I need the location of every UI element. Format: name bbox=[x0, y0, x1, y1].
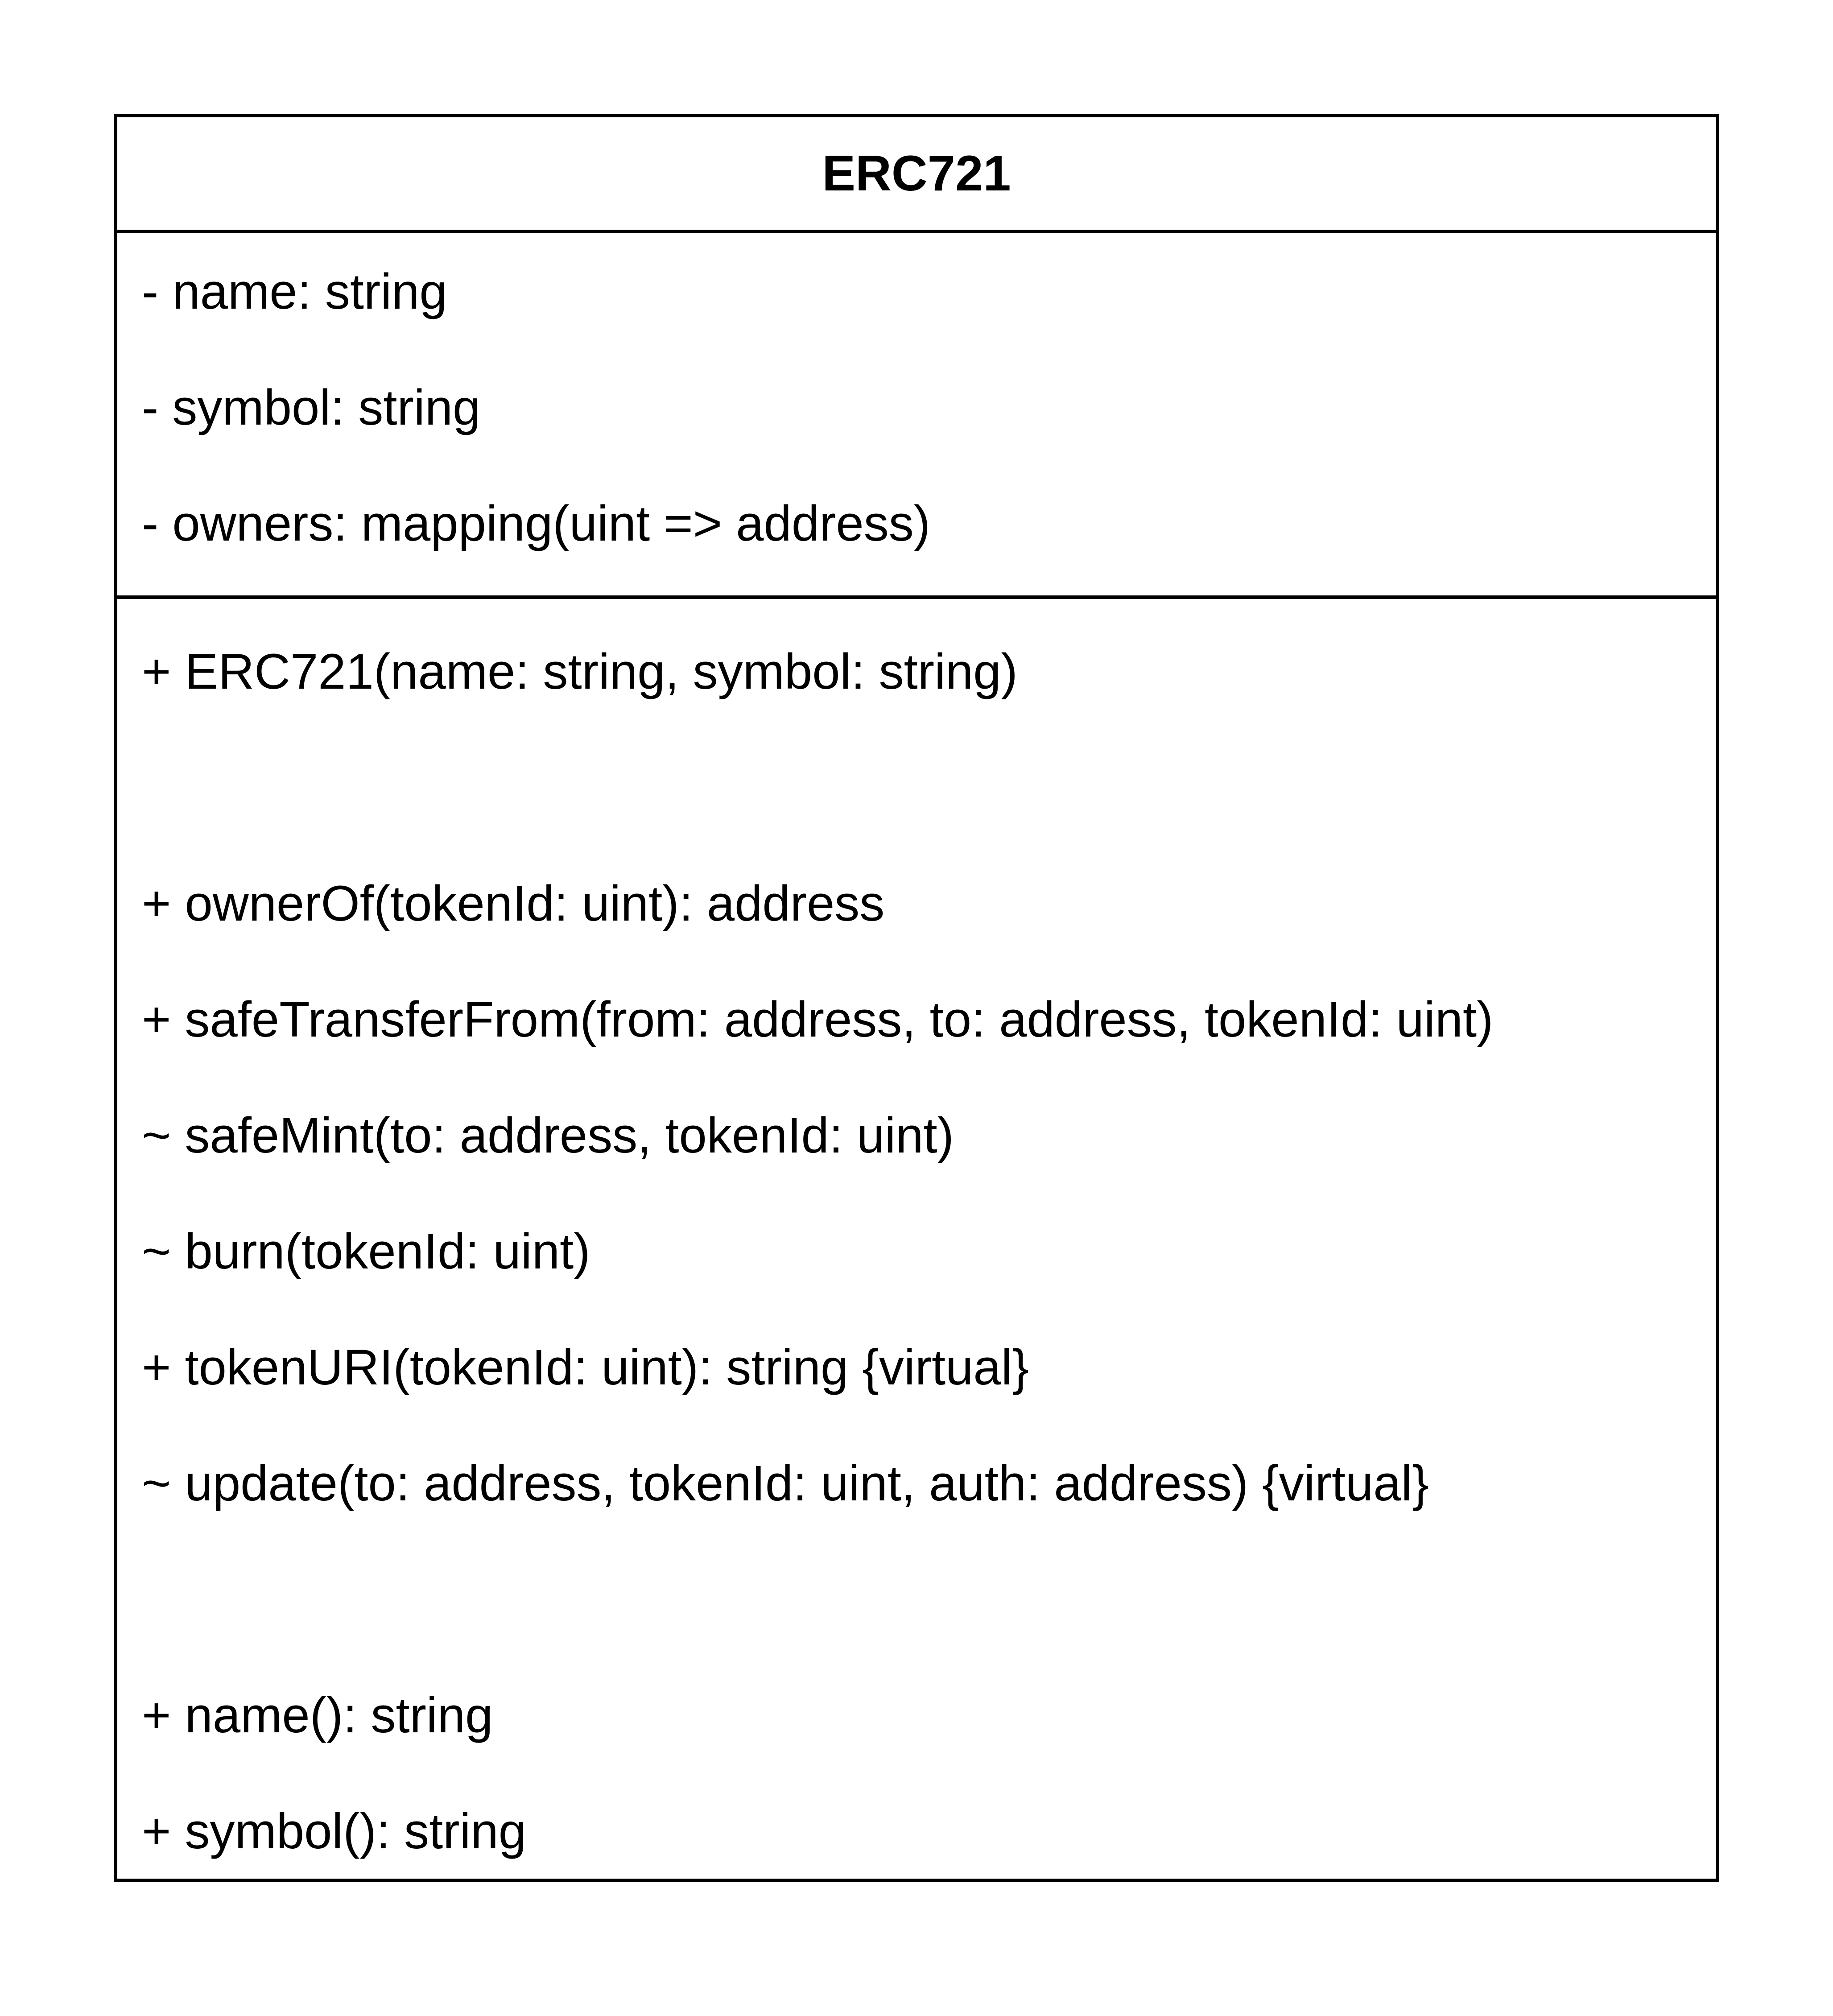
class-header: ERC721 bbox=[117, 117, 1716, 233]
attribute-symbol: - symbol: string bbox=[142, 380, 481, 435]
attribute-owners: - owners: mapping(uint => address) bbox=[142, 496, 930, 551]
attribute-name: - name: string bbox=[142, 264, 447, 319]
operation-update: ~ update(to: address, tokenId: uint, aut… bbox=[142, 1455, 1429, 1511]
uml-class-box: ERC721 - name: string - symbol: string -… bbox=[114, 114, 1719, 1882]
operation-safemint: ~ safeMint(to: address, tokenId: uint) bbox=[142, 1107, 954, 1163]
operation-ownerof: + ownerOf(tokenId: uint): address bbox=[142, 876, 885, 931]
class-name: ERC721 bbox=[822, 145, 1011, 201]
operation-tokenuri: + tokenURI(tokenId: uint): string {virtu… bbox=[142, 1339, 1029, 1395]
operations-compartment: + ERC721(name: string, symbol: string) +… bbox=[117, 599, 1716, 1879]
operation-burn: ~ burn(tokenId: uint) bbox=[142, 1223, 590, 1279]
attributes-compartment: - name: string - symbol: string - owners… bbox=[117, 233, 1716, 599]
operation-constructor: + ERC721(name: string, symbol: string) bbox=[142, 644, 1018, 699]
operation-safetransferfrom: + safeTransferFrom(from: address, to: ad… bbox=[142, 991, 1494, 1047]
operation-name-getter: + name(): string bbox=[142, 1687, 493, 1743]
operation-symbol-getter: + symbol(): string bbox=[142, 1803, 526, 1859]
